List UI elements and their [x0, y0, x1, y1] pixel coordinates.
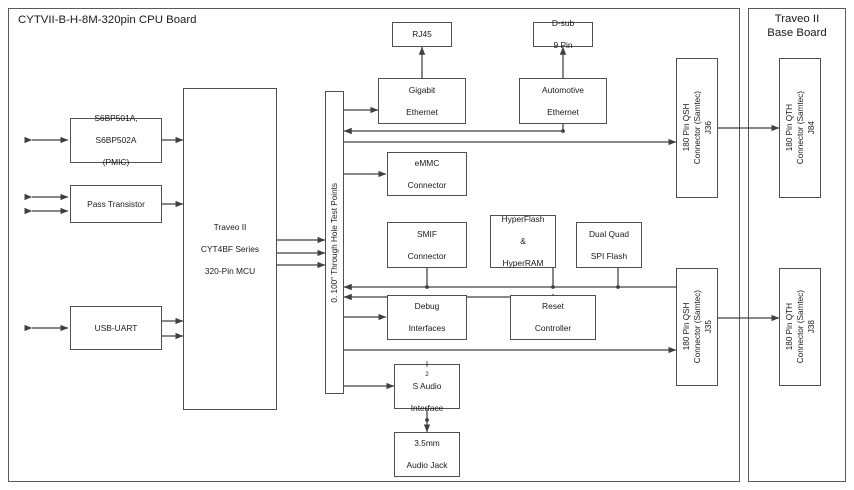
block-i2s-audio-interface[interactable]: I 2 S Audio Interface [394, 359, 460, 413]
dsub-line1: D-sub [551, 18, 575, 28]
cpu-board-title: CYTVII-B-H-8M-320pin CPU Board [18, 14, 197, 26]
i2s-prefix: I [425, 359, 429, 369]
block-pass-transistor[interactable]: Pass Transistor [70, 185, 162, 223]
pmic-line3: (PMIC) [102, 157, 130, 167]
mcu-line2: CYT4BF Series [200, 243, 260, 254]
qth-j38-label: 180 Pin QTH Connector (Samtec) J38 [784, 290, 816, 364]
base-board-title-line1: Traveo II [774, 13, 820, 25]
block-smif-connector[interactable]: SMIF Connector [387, 222, 467, 268]
block-usb-uart[interactable]: USB-UART [70, 306, 162, 350]
block-automotive-ethernet[interactable]: Automotive Ethernet [519, 78, 607, 124]
jack-line2: Audio Jack [406, 460, 448, 470]
block-traveo-mcu[interactable]: Traveo II CYT4BF Series 320-Pin MCU [183, 88, 277, 410]
pmic-line2: S6BP502A [95, 135, 137, 145]
i2s-suffix: S Audio [412, 381, 442, 391]
base-board-title: Traveo II Base Board [748, 12, 846, 40]
emmc-line1: eMMC [414, 157, 440, 168]
pmic-line1: S6BP501A, [94, 113, 138, 123]
jack-line1: 3.5mm [414, 438, 440, 448]
block-gigabit-ethernet[interactable]: Gigabit Ethernet [378, 78, 466, 124]
block-emmc-connector[interactable]: eMMC Connector [387, 152, 467, 196]
i2s-line2: Interface [410, 403, 444, 413]
connector-qth-j38[interactable]: 180 Pin QTH Connector (Samtec) J38 [779, 268, 821, 386]
smif-line2: Connector [407, 250, 447, 261]
block-rj45[interactable]: RJ45 [392, 22, 452, 47]
pass-transistor-label: Pass Transistor [87, 198, 145, 209]
gige-line2: Ethernet [406, 106, 438, 117]
block-audio-jack[interactable]: 3.5mm Audio Jack [394, 432, 460, 477]
block-debug-interfaces[interactable]: Debug Interfaces [387, 295, 467, 340]
hyper-line3: HyperRAM [502, 258, 544, 268]
base-board-title-line2: Base Board [767, 27, 827, 39]
autoeth-line1: Automotive [542, 84, 584, 95]
connector-qsh-j36[interactable]: 180 Pin QSH Connector (Samtec) J36 [676, 58, 718, 198]
smif-line1: SMIF [416, 228, 437, 239]
qsh-j36-label: 180 Pin QSH Connector (Samtec) J36 [681, 91, 713, 165]
reset-line2: Controller [534, 323, 572, 333]
test-points-label: 0. 100" Through Hole Test Points [330, 182, 339, 303]
dsub-line2: 9 Pin [553, 40, 573, 50]
mcu-line3: 320-Pin MCU [204, 265, 256, 276]
debug-line2: Interfaces [408, 323, 446, 333]
dualquad-line1: Dual Quad [588, 228, 630, 239]
autoeth-line2: Ethernet [547, 106, 579, 117]
block-dual-quad-spi-flash[interactable]: Dual Quad SPI Flash [576, 222, 642, 268]
block-through-hole-test-points[interactable]: 0. 100" Through Hole Test Points [325, 91, 344, 394]
reset-line1: Reset [542, 301, 564, 311]
qsh-j35-label: 180 Pin QSH Connector (Samtec) J35 [681, 290, 713, 364]
block-hyperflash-hyperram[interactable]: HyperFlash & HyperRAM [490, 214, 556, 268]
mcu-line1: Traveo II [213, 221, 247, 232]
connector-qth-j84[interactable]: 180 Pin QTH Connector (Samtec) J84 [779, 58, 821, 198]
debug-line1: Debug [414, 301, 440, 311]
block-dsub-9pin[interactable]: D-sub 9 Pin [533, 18, 593, 50]
block-reset-controller[interactable]: Reset Controller [510, 295, 596, 340]
block-pmic[interactable]: S6BP501A, S6BP502A (PMIC) [70, 113, 162, 167]
i2s-superscript: 2 [425, 372, 429, 378]
connector-qsh-j35[interactable]: 180 Pin QSH Connector (Samtec) J35 [676, 268, 718, 386]
usb-uart-label: USB-UART [94, 322, 138, 333]
i2s-line1: I 2 S Audio [411, 359, 444, 392]
hyper-line2: & [520, 236, 526, 246]
rj45-label: RJ45 [412, 29, 432, 39]
dualquad-line2: SPI Flash [590, 250, 628, 261]
qth-j84-label: 180 Pin QTH Connector (Samtec) J84 [784, 91, 816, 165]
hyper-line1: HyperFlash [501, 214, 545, 224]
gige-line1: Gigabit [408, 84, 436, 95]
emmc-line2: Connector [407, 179, 447, 190]
